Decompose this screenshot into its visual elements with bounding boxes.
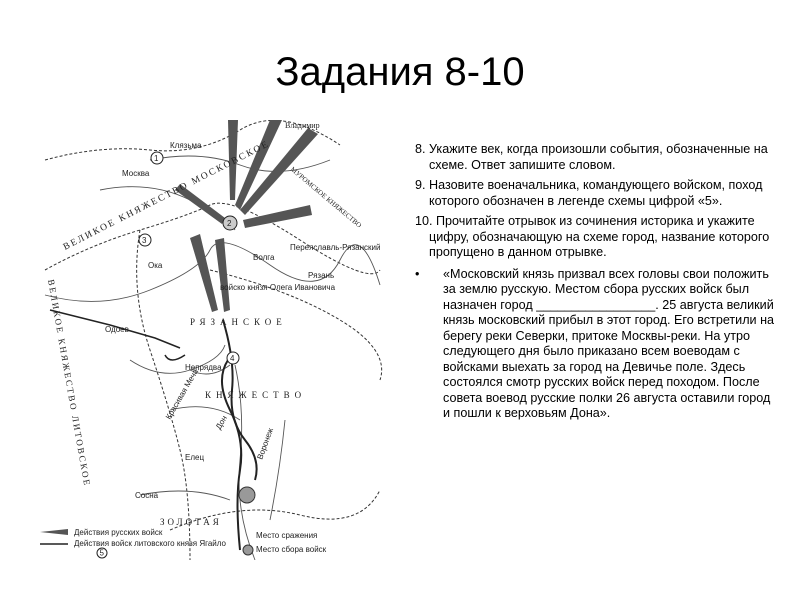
border-south-moscow: [44, 202, 381, 275]
historian-quote: • «Московский князь призвал всех головы …: [415, 267, 780, 422]
marker-3: 3: [142, 236, 147, 245]
lithuanian-route: [49, 309, 181, 349]
river-nepryadva: [189, 364, 231, 375]
task-8: 8. Укажите век, когда произошли события,…: [415, 142, 768, 172]
label-lithuania: ВЕЛИКОЕ КНЯЖЕСТВО ЛИТОВСКОЕ: [46, 279, 92, 488]
task-9: 9. Назовите военачальника, командующего …: [415, 178, 763, 208]
label-nepryadva: Непрядва: [185, 363, 222, 372]
marker-2: 2: [227, 219, 232, 228]
arrow-east-1: [243, 205, 312, 228]
label-murom: МУРОМСКОЕ КНЯЖЕСТВО: [289, 165, 363, 229]
river-don: [234, 364, 256, 560]
quote-text: «Московский князь призвал всех головы св…: [443, 266, 775, 421]
lithuanian-route-2: [164, 354, 186, 361]
quote-bullet: •: [415, 266, 420, 281]
map-legend: Действия русских войск Действия войск ли…: [40, 528, 327, 559]
legend-lithuanian: Действия войск литовского князя Ягайло: [74, 539, 227, 548]
legend-five: 5: [100, 549, 105, 558]
border-lithuania: [136, 229, 191, 560]
gathering-marker: [238, 486, 256, 504]
label-klyazma: Клязьма: [170, 141, 202, 150]
arrow-north-1: [228, 120, 238, 200]
march-route: [222, 319, 258, 481]
marker-1: 1: [154, 154, 159, 163]
label-oka: Ока: [148, 261, 163, 270]
slide-title: Задания 8-10: [275, 50, 525, 94]
river-klyazma: [149, 155, 331, 172]
label-sosna: Сосна: [135, 491, 159, 500]
label-oleg-army: войско князя Олега Ивановича: [220, 283, 336, 292]
arrow-south-2: [215, 238, 230, 312]
label-moskva: Москва: [122, 169, 150, 178]
label-don: Дон: [214, 414, 229, 431]
label-elets: Елец: [185, 453, 204, 462]
river-oka-south: [129, 344, 226, 374]
march-route-south: [221, 359, 243, 551]
arrow-south-1: [190, 234, 218, 312]
map-markers: 1 2 3 4: [138, 151, 240, 365]
legend-battle: Место сражения: [256, 531, 317, 540]
river-sosna: [139, 490, 231, 501]
arrow-west-1: [175, 184, 225, 224]
border-ryazan: [209, 269, 383, 381]
arrow-north-3: [240, 128, 318, 215]
label-krasivaya-mecha: Красивая Меча: [164, 367, 200, 421]
river-oka: [44, 242, 381, 302]
river-voronezh: [269, 419, 286, 521]
legend-russian: Действия русских войск: [74, 528, 163, 537]
label-pereyaslavl: Переяславль-Рязанский: [290, 243, 381, 252]
task-10: 10. Прочитайте отрывок из сочинения исто…: [415, 214, 770, 259]
label-ryazan: Рязань: [308, 271, 334, 280]
tasks-column: 8. Укажите век, когда произошли события,…: [415, 142, 780, 422]
label-odoev: Одоев: [105, 325, 129, 334]
label-vladimir: Владимир: [285, 121, 320, 130]
label-voronezh: Воронеж: [255, 426, 275, 461]
label-ryazan-2: КНЯЖЕСТВО: [205, 390, 306, 400]
battle-map: 1 2 3 4 Владимир ВЕЛИКОЕ КНЯЖЕСТВО МОСКО…: [40, 120, 390, 560]
arrow-north-2: [235, 120, 282, 210]
label-ryazan-1: РЯЗАНСКОЕ: [190, 317, 287, 327]
label-golden-horde: ЗОЛОТАЯ: [160, 517, 222, 527]
marker-4: 4: [230, 354, 235, 363]
border-horde: [169, 489, 381, 531]
legend-gathering: Место сбора войск: [256, 545, 327, 554]
label-volga: Волга: [253, 253, 275, 262]
